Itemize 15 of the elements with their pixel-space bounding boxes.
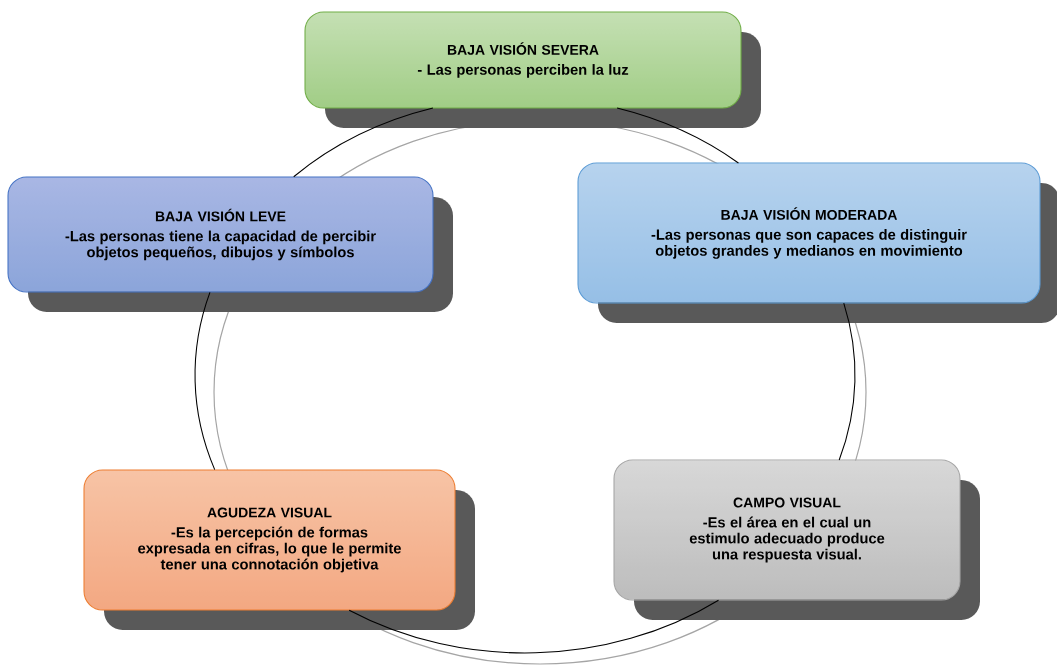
- box-heading: BAJA VISIÓN MODERADA: [721, 207, 898, 220]
- box-description: - Las personas perciben la luz: [417, 64, 629, 78]
- box-heading: BAJA VISIÓN LEVE: [155, 208, 286, 222]
- box-description: -Las personas tiene la capacidad de percibir objetos pequeños, dibujos y símbolos: [65, 230, 376, 261]
- concept-box: [613, 459, 961, 601]
- concept-box: [577, 162, 1041, 304]
- box-heading: AGUDEZA VISUAL: [207, 507, 332, 518]
- box-heading: CAMPO VISUAL: [733, 497, 841, 508]
- box-heading: BAJA VISIÓN SEVERA: [447, 42, 599, 55]
- concept-box: [7, 176, 434, 293]
- box-description: -Las personas que son capaces de distinguir objetos grandes y medianos en movimiento: [651, 229, 967, 259]
- box-description: -Es el área en el cual un estimulo adecuado produce una respuesta visual.: [689, 516, 885, 563]
- concept-box: [83, 469, 456, 611]
- box-description: -Es la percepción de formas expresada en cifras, lo que le permite tener una connotación objetiva: [138, 526, 401, 573]
- concept-box: [304, 11, 742, 109]
